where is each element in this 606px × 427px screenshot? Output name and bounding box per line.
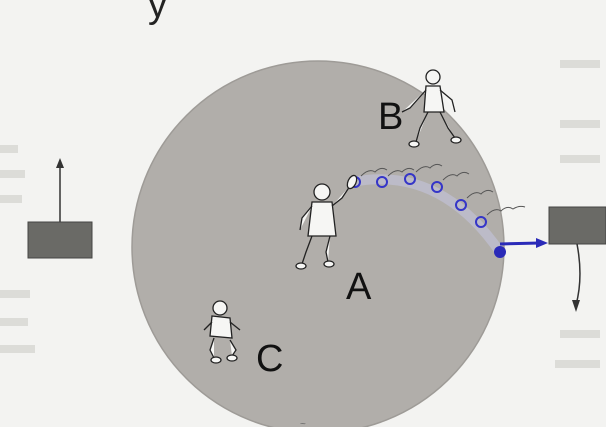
right-box-icon bbox=[549, 207, 606, 312]
field-circle bbox=[132, 61, 504, 427]
arrow-icon bbox=[500, 238, 548, 248]
ball-final-icon bbox=[494, 246, 506, 258]
label-b: B bbox=[378, 98, 403, 136]
bottom-mark: ~ bbox=[300, 419, 306, 427]
label-c: C bbox=[256, 340, 283, 378]
left-box-icon bbox=[28, 158, 92, 258]
top-text-fragment: y bbox=[148, 0, 167, 24]
label-a: A bbox=[346, 268, 371, 306]
